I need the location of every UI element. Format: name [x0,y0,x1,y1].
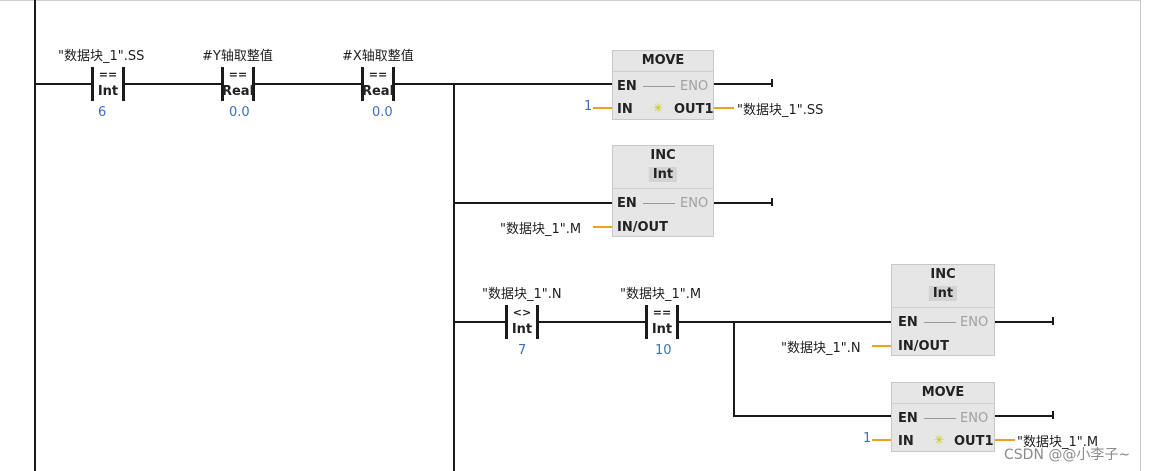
en-pin: EN [617,79,637,94]
compare-contact[interactable]: == Int [645,305,679,339]
out-pin: OUT1 [674,102,714,117]
compare-contact[interactable]: == Real [361,67,395,101]
contact-compare-value: 7 [518,343,527,358]
eno-output-wire [995,321,1053,323]
sub-branch-vertical-line [733,321,735,417]
box-title: MOVE [921,385,965,400]
wire-segment [453,321,506,323]
wire-segment [733,415,891,417]
compare-type: Int [97,84,119,99]
top-border [0,0,1140,1]
wire-end-tick [771,79,773,87]
compare-symbol: == [368,68,388,81]
wire-segment [254,83,362,85]
contact-compare-value: 0.0 [229,105,250,120]
input-connector [872,439,891,441]
input-connector [593,226,612,228]
eno-output-wire [714,202,772,204]
sparkle-icon: ✳ [653,101,664,115]
eno-pin: ENO [960,315,989,330]
compare-contact[interactable]: == Int [91,67,125,101]
input-connector [872,345,891,347]
inc-instruction-box[interactable]: INC Int EN ENO IN/OUT [891,264,995,356]
out-value: "数据块_1".M [1017,435,1099,450]
compare-symbol: == [228,68,248,81]
compare-type: Int [511,322,533,337]
box-subtitle: Int [648,167,678,182]
output-connector [714,107,734,109]
compare-contact[interactable]: == Real [221,67,255,101]
compare-symbol: <> [512,306,532,319]
inout-value: "数据块_1".M [500,222,582,237]
contact-operand: "数据块_1".SS [58,49,145,64]
out-value: "数据块_1".SS [737,103,824,118]
wire-segment [538,321,646,323]
in-value: 1 [863,431,872,446]
box-title: MOVE [641,53,685,68]
wire-end-tick [1052,411,1054,419]
eno-pin: ENO [680,196,709,211]
wire-segment [678,321,891,323]
left-power-rail [34,0,36,471]
eno-output-wire [714,83,772,85]
branch-vertical-line [453,83,455,471]
inout-value: "数据块_1".N [781,341,861,356]
en-pin: EN [617,196,637,211]
wire-segment [124,83,222,85]
move-instruction-box[interactable]: MOVE EN ENO IN ✳ OUT1 [612,50,714,120]
move-instruction-box[interactable]: MOVE EN ENO IN ✳ OUT1 [891,382,995,452]
compare-type: Real [221,84,255,99]
input-connector [593,107,612,109]
in-value: 1 [584,99,593,114]
contact-operand: "数据块_1".N [482,287,562,302]
in-pin: IN [898,434,914,449]
eno-pin: ENO [960,411,989,426]
inc-instruction-box[interactable]: INC Int EN ENO IN/OUT [612,145,714,237]
inout-pin: IN/OUT [617,220,668,235]
en-pin: EN [898,411,918,426]
contact-compare-value: 10 [655,343,672,358]
compare-symbol: == [98,68,118,81]
compare-type: Real [361,84,395,99]
compare-type: Int [651,322,673,337]
contact-operand: #Y轴取整值 [202,49,273,64]
contact-compare-value: 0.0 [372,105,393,120]
wire-segment [34,83,92,85]
contact-compare-value: 6 [98,105,107,120]
contact-operand: "数据块_1".M [620,287,702,302]
contact-operand: #X轴取整值 [342,49,414,64]
right-scroll-border [1140,0,1141,471]
eno-pin: ENO [680,79,709,94]
compare-symbol: == [652,306,672,319]
box-subtitle: Int [928,286,958,301]
eno-output-wire [995,415,1053,417]
wire-end-tick [771,198,773,206]
csdn-watermark: CSDN @@小李子~ [1004,447,1131,463]
inout-pin: IN/OUT [898,339,949,354]
en-pin: EN [898,315,918,330]
sparkle-icon: ✳ [934,433,945,447]
compare-contact[interactable]: <> Int [505,305,539,339]
box-title: INC [930,267,956,282]
output-connector [995,439,1015,441]
out-pin: OUT1 [954,434,994,449]
wire-end-tick [1052,317,1054,325]
in-pin: IN [617,102,633,117]
wire-segment [453,202,612,204]
box-title: INC [650,148,676,163]
wire-segment [394,83,612,85]
